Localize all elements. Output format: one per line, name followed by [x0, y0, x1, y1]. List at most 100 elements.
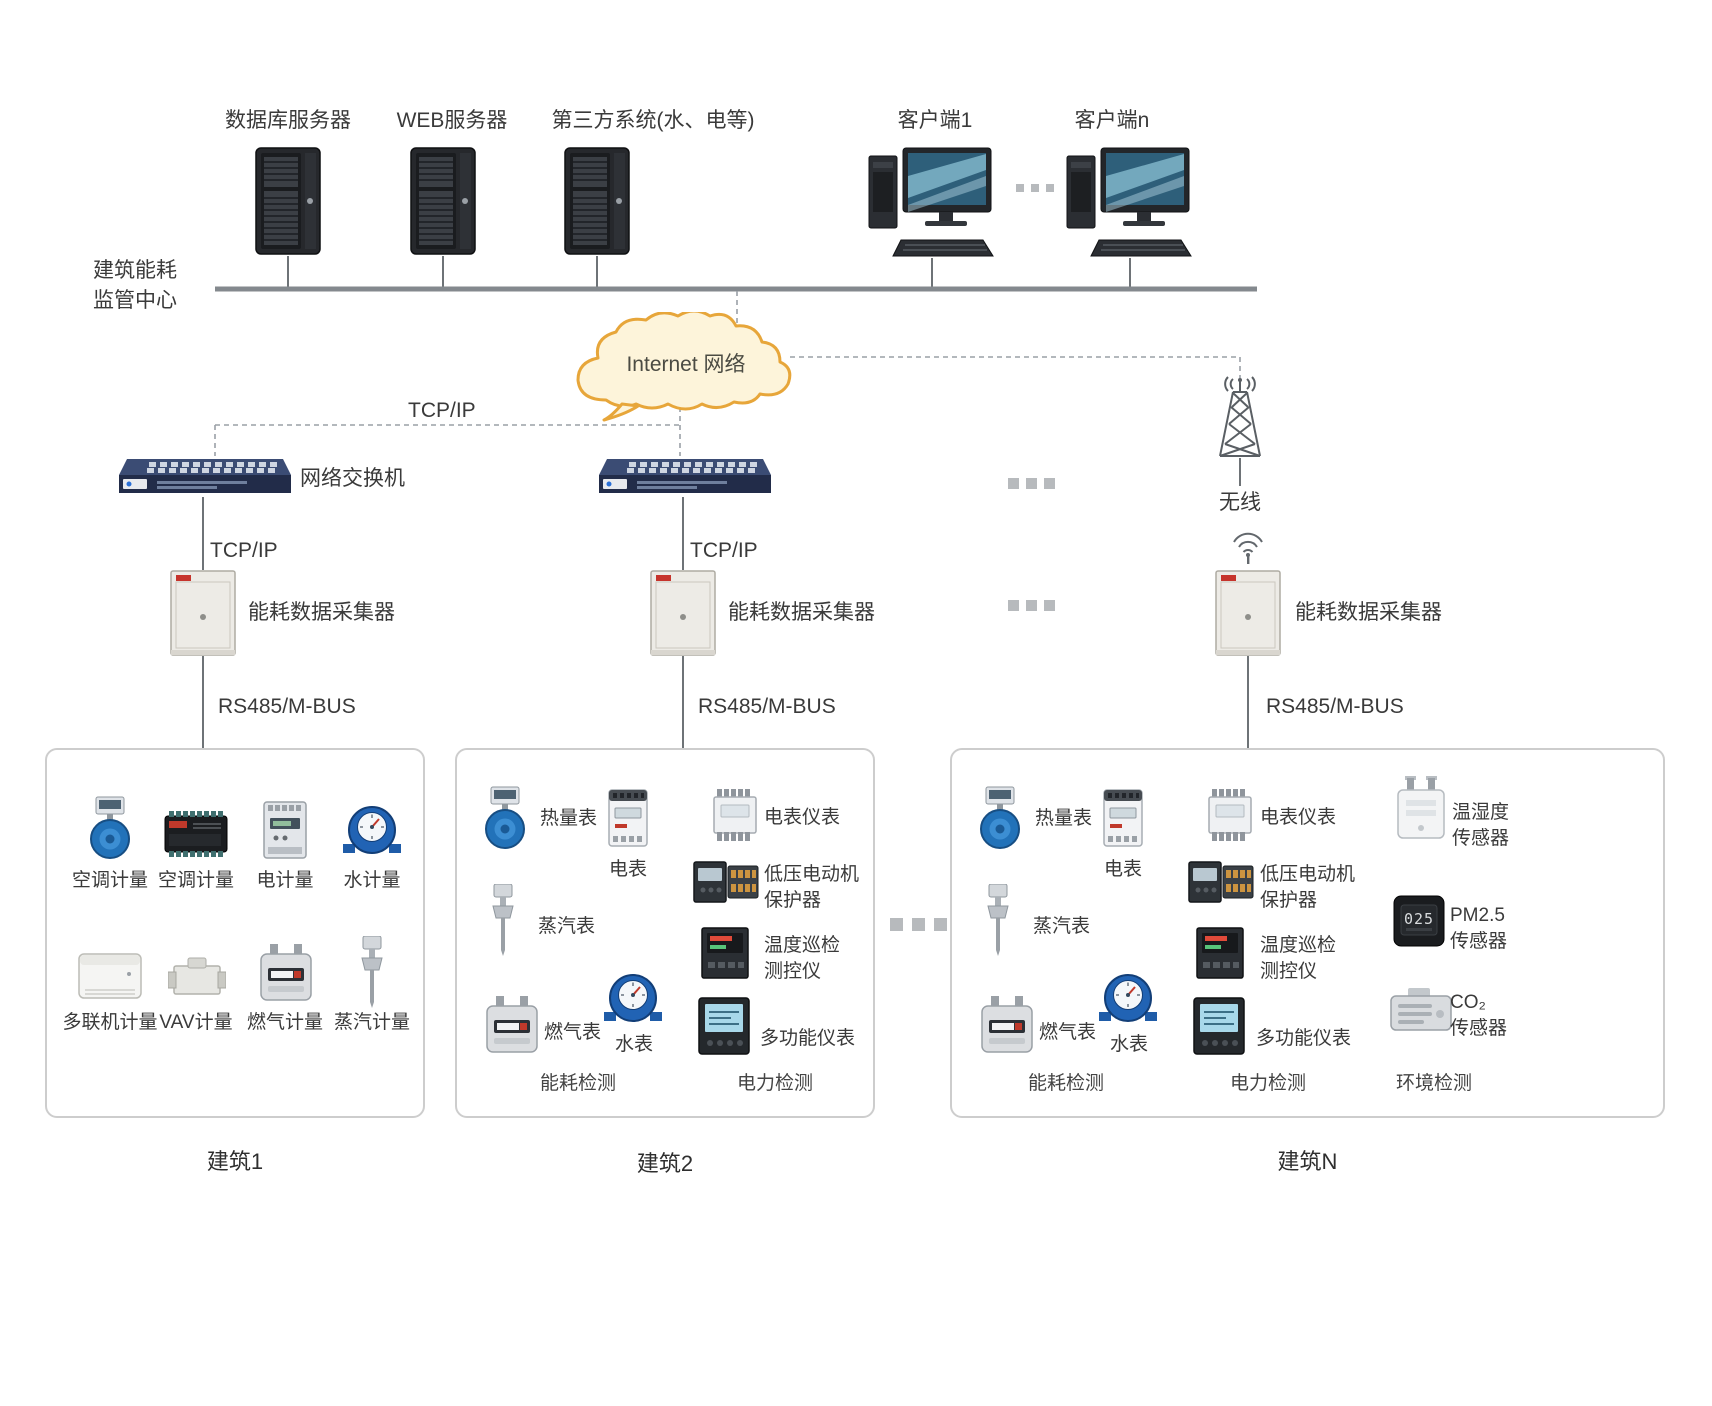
device-label: 电表 [608, 859, 647, 880]
flow-meter-icon [973, 786, 1027, 850]
motor-protector-icon [1187, 858, 1255, 906]
collector-label-3: 能耗数据采集器 [1295, 601, 1442, 624]
building2-box [455, 748, 875, 1118]
gas-meter-icon [484, 996, 540, 1054]
electric-meter-icon [262, 800, 308, 860]
tcpip-link-label-2: TCP/IP [690, 539, 758, 562]
device-label: 蒸汽计量 [333, 1012, 410, 1033]
monitor-center-label: 建筑能耗 监管中心 [93, 259, 177, 313]
pm25-reading: 025 [1403, 910, 1435, 928]
device-label: VAV计量 [159, 1012, 233, 1033]
co2-sensor-icon [1388, 988, 1454, 1034]
panel-meter-icon [712, 789, 758, 841]
server-tower-icon [562, 146, 632, 256]
section-label: 能耗检测 [1028, 1073, 1105, 1094]
client-label-1: 客户端1 [897, 109, 973, 132]
flow-meter-icon [478, 786, 532, 850]
din-meter-icon [607, 788, 649, 848]
device-label: 燃气计量 [246, 1012, 323, 1033]
device-label: 低压电动机 保护器 [764, 864, 860, 911]
data-collector-icon [170, 570, 236, 656]
steam-meter-icon [982, 884, 1014, 956]
buildingN-box [950, 748, 1665, 1118]
tcpip-link-label-1: TCP/IP [210, 539, 278, 562]
wifi-icon [1226, 528, 1270, 564]
ellipsis-icon [1008, 478, 1055, 489]
server-label-thirdparty: 第三方系统(水、电等) [551, 109, 755, 132]
steam-meter-icon [356, 936, 388, 1008]
building-name-2: 建筑2 [636, 1151, 694, 1176]
desktop-pc-icon [867, 142, 997, 262]
multifunction-meter-icon [697, 996, 751, 1056]
flow-meter-icon [83, 796, 137, 860]
server-tower-icon [253, 146, 323, 256]
device-label: 空调计量 [71, 870, 148, 891]
ellipsis-icon [1008, 600, 1055, 611]
server-label-web: WEB服务器 [396, 109, 508, 132]
panel-meter-icon [1207, 789, 1253, 841]
device-label: 电计量 [256, 870, 314, 891]
water-meter-icon [1099, 968, 1157, 1026]
section-label: 电力检测 [737, 1073, 814, 1094]
rs485-label-3: RS485/M-BUS [1266, 695, 1404, 718]
network-switch-icon [593, 455, 773, 497]
rs485-label-1: RS485/M-BUS [218, 695, 356, 718]
section-label: 电力检测 [1230, 1073, 1307, 1094]
building-name-n: 建筑N [1277, 1149, 1338, 1174]
device-label: 燃气表 [544, 1022, 602, 1043]
device-label: 温度巡检 测控仪 [1260, 935, 1337, 982]
multi-unit-icon [77, 946, 143, 1002]
rs485-label-2: RS485/M-BUS [698, 695, 836, 718]
network-switch-icon [113, 455, 293, 497]
gas-meter-icon [258, 944, 314, 1002]
tcpip-backbone-label: TCP/IP [408, 399, 476, 422]
ellipsis-icon [890, 918, 947, 931]
desktop-pc-icon [1065, 142, 1195, 262]
server-tower-icon [408, 146, 478, 256]
device-label: 热量表 [1035, 808, 1093, 829]
device-label: 蒸汽表 [1033, 916, 1091, 937]
device-label: 水表 [614, 1034, 653, 1055]
collector-label-1: 能耗数据采集器 [248, 601, 395, 624]
device-label: 燃气表 [1039, 1022, 1097, 1043]
temp-humidity-sensor-icon [1392, 776, 1450, 842]
ellipsis-icon [1016, 184, 1054, 192]
server-label-database: 数据库服务器 [225, 109, 351, 132]
device-label: 热量表 [540, 808, 598, 829]
steam-meter-icon [487, 884, 519, 956]
din-meter-icon [1102, 788, 1144, 848]
device-label: 电表仪表 [764, 807, 841, 828]
device-label: 空调计量 [157, 870, 234, 891]
switch-label: 网络交换机 [300, 467, 405, 490]
device-label: 多功能仪表 [1256, 1028, 1352, 1049]
gas-meter-icon [979, 996, 1035, 1054]
section-label: 能耗检测 [540, 1073, 617, 1094]
temp-scanner-icon [700, 926, 750, 980]
device-label: 低压电动机 保护器 [1260, 864, 1356, 911]
device-label: 水表 [1109, 1034, 1148, 1055]
building-name-1: 建筑1 [206, 1149, 264, 1174]
device-label: 多联机计量 [62, 1012, 158, 1033]
ac-controller-icon [163, 808, 229, 860]
device-label: 温度巡检 测控仪 [764, 935, 841, 982]
data-collector-icon [650, 570, 716, 656]
collector-label-2: 能耗数据采集器 [728, 601, 875, 624]
internet-cloud-icon [576, 312, 792, 422]
vav-box-icon [168, 954, 226, 1000]
water-meter-icon [343, 800, 401, 858]
device-label: 蒸汽表 [538, 916, 596, 937]
device-label: 电表仪表 [1260, 807, 1337, 828]
device-label: PM2.5 传感器 [1450, 905, 1508, 952]
device-label: 水计量 [343, 870, 401, 891]
antenna-tower-icon [1200, 376, 1280, 460]
internet-label: Internet 网络 [626, 353, 746, 376]
temp-scanner-icon [1195, 926, 1245, 980]
section-label: 环境检测 [1396, 1073, 1473, 1094]
water-meter-icon [604, 968, 662, 1026]
device-label: 温湿度 传感器 [1452, 802, 1510, 849]
data-collector-icon [1215, 570, 1281, 656]
multifunction-meter-icon [1192, 996, 1246, 1056]
motor-protector-icon [692, 858, 760, 906]
client-label-n: 客户端n [1074, 109, 1150, 132]
